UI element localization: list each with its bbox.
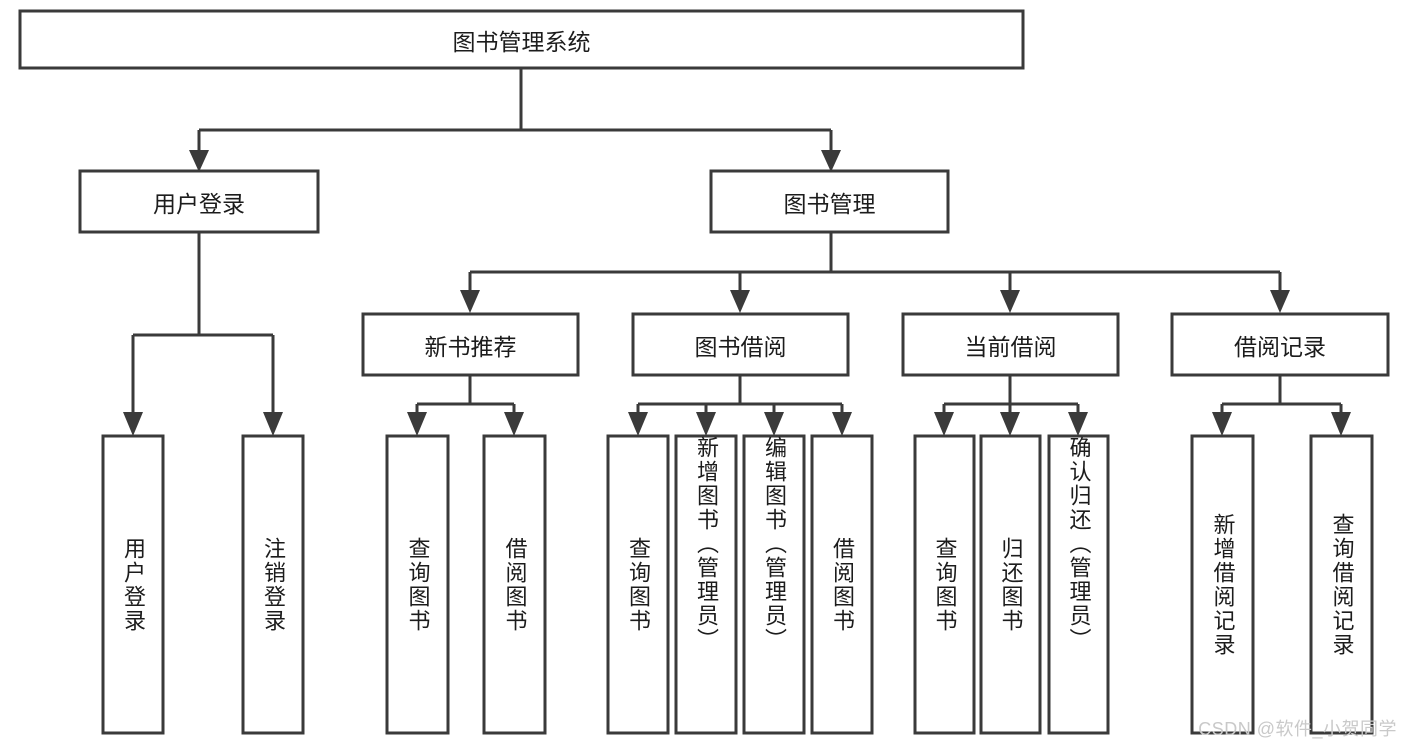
arrow-to-leaf-borrow-book-1 (504, 412, 524, 436)
arrow-to-leaf-query-book-3 (934, 412, 954, 436)
node-new-book-recommend[interactable] (361, 312, 580, 377)
arrow-to-leaf-query-book-1 (407, 412, 427, 436)
node-leaf-query-book-3[interactable] (913, 434, 976, 735)
arrow-to-leaf-user-login (123, 412, 143, 436)
arrow-to-leaf-borrow-book-2 (832, 412, 852, 436)
connector-current-borrow-group (942, 375, 1080, 414)
node-leaf-logout[interactable] (241, 434, 305, 735)
arrow-to-leaf-logout (263, 412, 283, 436)
connector-new-book-recommend-group (415, 375, 516, 414)
arrow-to-leaf-edit-book (764, 412, 784, 436)
connector-book-manage-group (468, 232, 1282, 292)
connector-root-to-level2 (197, 68, 833, 152)
arrow-to-leaf-add-book (696, 412, 716, 436)
arrow-to-leaf-query-book-2 (628, 412, 648, 436)
node-leaf-query-book-1[interactable] (385, 434, 450, 735)
arrow-to-leaf-add-record (1212, 412, 1232, 436)
node-boxes (18, 9, 1390, 735)
node-user-login[interactable] (78, 169, 320, 234)
node-leaf-edit-book[interactable] (742, 434, 806, 735)
node-leaf-borrow-book-2[interactable] (810, 434, 874, 735)
node-leaf-return-book[interactable] (979, 434, 1042, 735)
node-leaf-add-book[interactable] (674, 434, 738, 735)
node-leaf-borrow-book-1[interactable] (482, 434, 547, 735)
connector-borrow-record-group (1220, 375, 1343, 414)
arrow-to-book-borrow (730, 290, 750, 313)
arrow-to-new-book-recommend (460, 290, 480, 313)
node-borrow-record[interactable] (1170, 312, 1390, 377)
arrow-to-leaf-confirm-return (1068, 412, 1088, 436)
connectors (123, 68, 1351, 436)
connector-book-borrow-group (636, 375, 844, 414)
node-leaf-query-borrow-record[interactable] (1309, 434, 1374, 735)
arrow-to-book-manage (821, 150, 841, 172)
node-book-management[interactable] (709, 169, 950, 234)
arrow-to-borrow-record (1270, 290, 1290, 313)
node-root-book-management-system[interactable] (18, 9, 1025, 70)
node-leaf-confirm-return[interactable] (1047, 434, 1110, 735)
node-book-borrow[interactable] (631, 312, 850, 377)
node-leaf-add-borrow-record[interactable] (1190, 434, 1255, 735)
arrow-to-user-login (189, 150, 209, 172)
node-leaf-user-login[interactable] (101, 434, 165, 735)
node-current-borrow[interactable] (901, 312, 1120, 377)
connector-user-login-group (131, 232, 275, 414)
arrow-to-current-borrow (1000, 290, 1020, 313)
arrow-to-leaf-query-record (1331, 412, 1351, 436)
arrow-to-leaf-return-book (1000, 412, 1020, 436)
node-leaf-query-book-2[interactable] (606, 434, 670, 735)
